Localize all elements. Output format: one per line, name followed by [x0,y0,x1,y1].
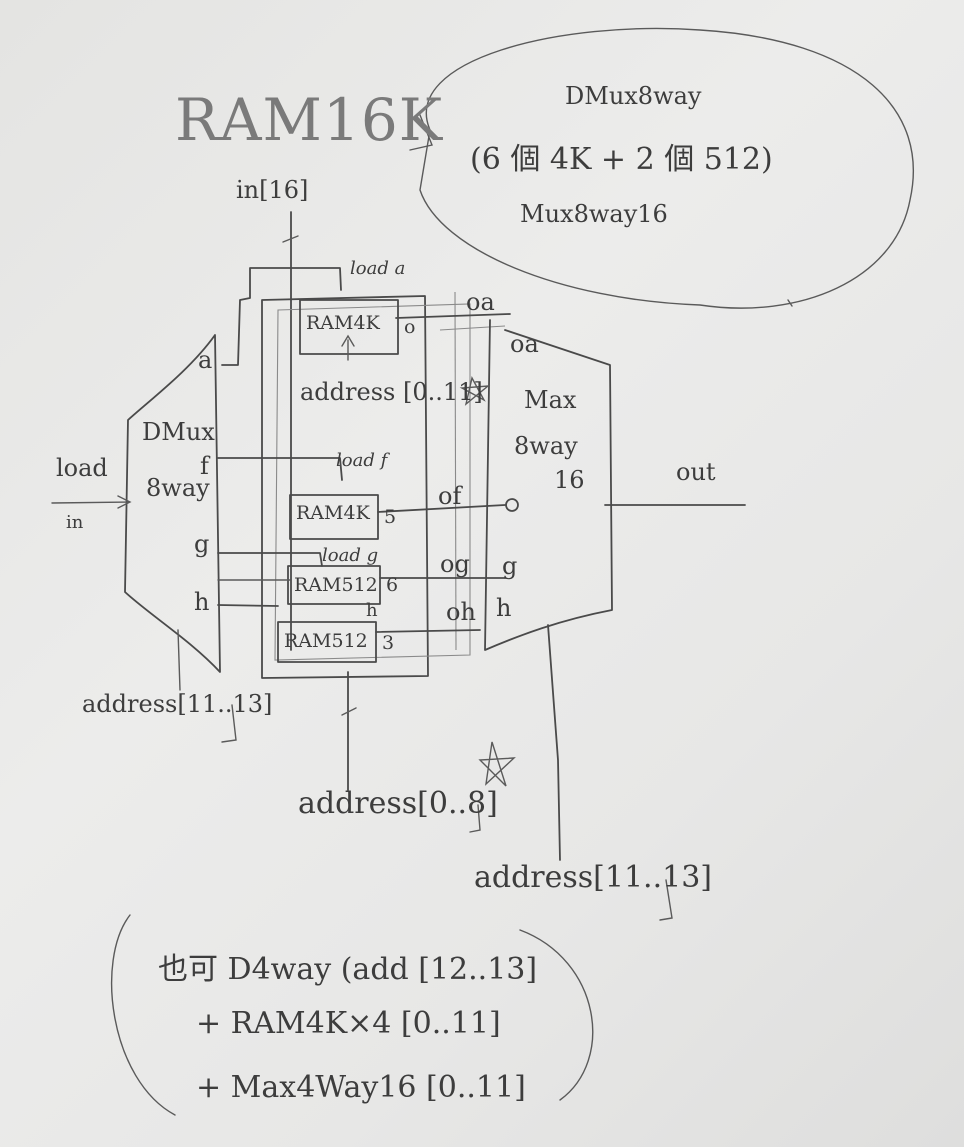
ram-block-a-suffix: o [404,316,416,338]
bubble-line-2: (6 個 4K + 2 個 512) [470,142,773,177]
ram-block-h [277,621,377,663]
output-og: og [440,550,470,578]
output-of: of [438,482,462,510]
h-label-small: h [366,600,378,621]
bubble-outline [419,27,915,309]
page-title: RAM16K [175,86,444,154]
ram-block-h-suffix: 3 [382,632,395,654]
load-line-g: load g [322,545,379,566]
mux-label-3: 16 [554,466,585,494]
mux-label-2: 8way [514,432,578,460]
dmux-output-f: f [200,452,209,480]
note-line-3: + Max4Way16 [0..11] [196,1070,526,1105]
ram-block-a [299,299,399,355]
output-oa-1: oa [466,288,495,316]
in-label: in [66,512,84,533]
load-line-a: load a [350,258,406,279]
ram-block-f-suffix: 5 [384,506,397,528]
out-label: out [676,458,716,486]
dmux-output-g: g [194,530,210,558]
address-mux-label: address[11..13] [474,860,713,895]
mux-input-g: g [502,552,518,580]
ram-block-f-label: RAM4K [296,502,370,524]
dmux-output-h: h [194,588,210,616]
note-line-1: 也可 D4way (add [12..13] [158,952,538,987]
dmux-label-1: DMux [142,418,215,446]
note-line-2: + RAM4K×4 [0..11] [196,1006,501,1041]
address-top-label: address [0..11] [300,378,483,406]
dmux-shape [124,334,221,673]
load-line-f: load f [336,450,388,471]
bubble-line-1: DMux8way [565,82,702,110]
output-oh: oh [446,598,476,626]
ram-block-g-label: RAM512 [294,574,378,596]
ram-block-f [289,494,379,540]
bubble-line-3: Mux8way16 [520,200,668,228]
ram-frame [261,295,429,679]
output-oa-2: oa [510,330,539,358]
input-bus-label: in[16] [236,176,309,204]
address-bottom-label: address[0..8] [298,786,498,821]
load-arrow [51,495,132,509]
ram-block-g [287,565,381,605]
mux-label-1: Max [524,386,577,414]
dmux-output-a: a [198,346,213,374]
mux-input-h: h [496,594,512,622]
ram-block-a-label: RAM4K [306,312,380,334]
ram-block-h-label: RAM512 [284,630,368,652]
ram-block-g-suffix: 6 [386,574,399,596]
address-dmux-label: address[11..13] [82,690,273,718]
note-outline [111,914,594,1116]
load-label: load [56,454,108,482]
dmux-label-2: 8way [146,474,210,502]
